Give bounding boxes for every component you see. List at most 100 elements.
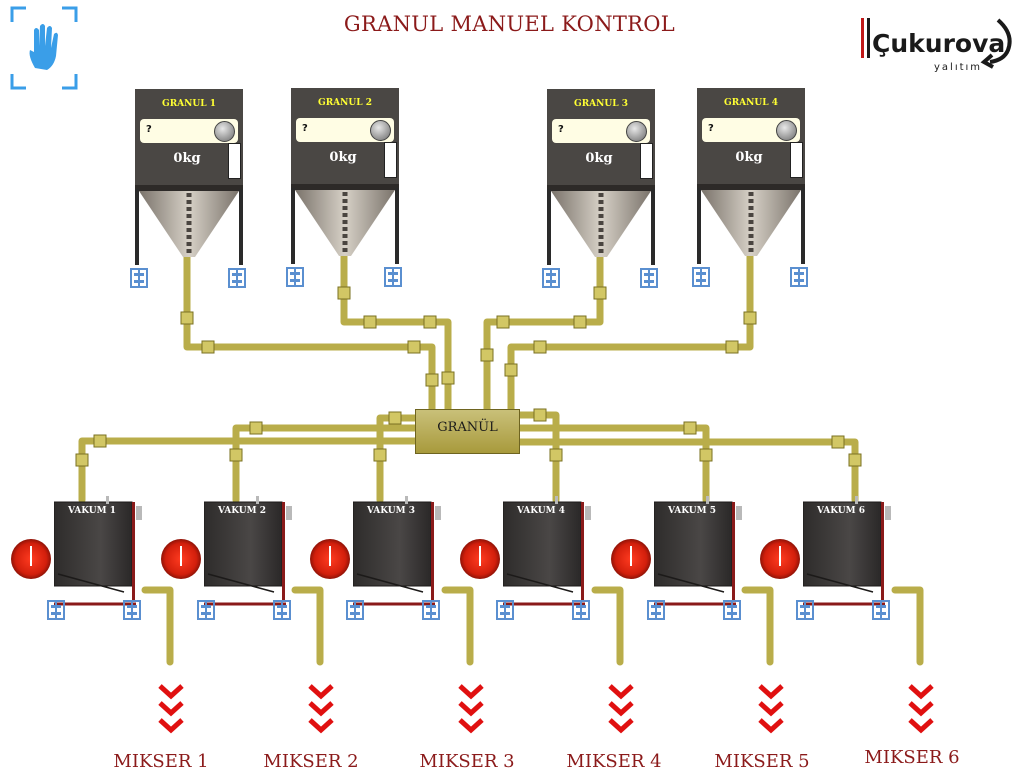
pipe-coupling — [683, 421, 697, 435]
silo-weight: 0kg — [329, 150, 357, 165]
mixer-label-2: MIKSER 2 — [263, 751, 359, 772]
silo-3: GRANUL 3 ? 0kg — [547, 89, 655, 289]
pipe-coupling — [201, 340, 215, 354]
pressure-gauge-icon[interactable] — [161, 539, 201, 579]
silo-valve-icon[interactable] — [129, 267, 149, 289]
silo-valve-icon[interactable] — [691, 266, 711, 288]
vacuum-unit-5: VAKUM 5 — [654, 496, 760, 606]
mixer-label-3: MIKSER 3 — [419, 751, 515, 772]
silo-name: GRANUL 3 — [574, 99, 628, 109]
mixer-label-1: MIKSER 1 — [113, 751, 209, 772]
silo-valve-icon[interactable] — [285, 266, 305, 288]
mixer-label-5: MIKSER 5 — [714, 751, 810, 772]
vacuum-valve-icon[interactable] — [722, 599, 742, 621]
pipe-coupling — [480, 348, 494, 362]
silo-valve-icon[interactable] — [639, 267, 659, 289]
pipe-coupling — [593, 286, 607, 300]
chevron-down-icon — [606, 683, 636, 739]
pipe-coupling — [504, 363, 518, 377]
vacuum-valve-icon[interactable] — [46, 599, 66, 621]
silo-body — [697, 184, 805, 264]
silo-weight: 0kg — [173, 151, 201, 166]
vacuum-label: VAKUM 4 — [517, 506, 565, 516]
pipe-coupling — [831, 435, 845, 449]
chevron-down-icon[interactable] — [370, 120, 391, 141]
vacuum-valve-icon[interactable] — [871, 599, 891, 621]
chevron-down-icon[interactable] — [214, 121, 235, 142]
pipe-coupling — [533, 340, 547, 354]
silo-level-bar — [384, 142, 397, 178]
pressure-gauge-icon[interactable] — [760, 539, 800, 579]
vacuum-label: VAKUM 1 — [68, 506, 116, 516]
vacuum-tank — [204, 496, 292, 606]
chevron-down-icon — [156, 683, 186, 739]
chevron-down-icon[interactable] — [776, 120, 797, 141]
pipe-coupling — [249, 421, 263, 435]
silo-valve-icon[interactable] — [383, 266, 403, 288]
chevron-down-icon — [456, 683, 486, 739]
silo-material-select[interactable]: ? — [702, 118, 800, 142]
silo-body — [135, 185, 243, 265]
silo-weight: 0kg — [735, 150, 763, 165]
pipe-coupling — [229, 448, 243, 462]
vacuum-valve-icon[interactable] — [646, 599, 666, 621]
pipe-coupling — [699, 448, 713, 462]
silo-select-value: ? — [302, 123, 308, 134]
silo-select-value: ? — [708, 123, 714, 134]
silo-valve-icon[interactable] — [541, 267, 561, 289]
silo-material-select[interactable]: ? — [296, 118, 394, 142]
silo-valve-icon[interactable] — [227, 267, 247, 289]
hand-icon — [10, 6, 78, 90]
pipe-coupling — [337, 286, 351, 300]
silo-level-bar — [640, 143, 653, 179]
silo-body — [291, 184, 399, 264]
pipe-coupling — [743, 311, 757, 325]
mixer-label-6: MIKSER 6 — [864, 747, 960, 768]
logo-brand-text: Çukurova — [872, 29, 1005, 58]
hub-label: GRANÜL — [437, 420, 498, 435]
vacuum-tank — [503, 496, 591, 606]
vacuum-tank — [654, 496, 742, 606]
vacuum-label: VAKUM 5 — [668, 506, 716, 516]
vacuum-valve-icon[interactable] — [421, 599, 441, 621]
vacuum-valve-icon[interactable] — [122, 599, 142, 621]
pipe-coupling — [425, 373, 439, 387]
vacuum-valve-icon[interactable] — [571, 599, 591, 621]
pressure-gauge-icon[interactable] — [11, 539, 51, 579]
silo-name: GRANUL 1 — [162, 99, 216, 109]
page-title: GRANUL MANUEL KONTROL — [343, 12, 676, 36]
pipe-coupling — [549, 448, 563, 462]
chevron-down-icon — [756, 683, 786, 739]
vacuum-valve-icon[interactable] — [272, 599, 292, 621]
vacuum-tank — [54, 496, 142, 606]
pressure-gauge-icon[interactable] — [611, 539, 651, 579]
chevron-down-icon[interactable] — [626, 121, 647, 142]
pipe-coupling — [441, 371, 455, 385]
vacuum-label: VAKUM 2 — [218, 506, 266, 516]
mixer-label-4: MIKSER 4 — [566, 751, 662, 772]
silo-name: GRANUL 4 — [724, 98, 778, 108]
pipe-coupling — [533, 408, 547, 422]
silo-material-select[interactable]: ? — [552, 119, 650, 143]
vacuum-valve-icon[interactable] — [495, 599, 515, 621]
pressure-gauge-icon[interactable] — [460, 539, 500, 579]
vacuum-unit-3: VAKUM 3 — [353, 496, 459, 606]
manual-mode-button[interactable] — [10, 6, 78, 90]
pipe-coupling — [75, 453, 89, 467]
silo-body — [547, 185, 655, 265]
pipe-coupling — [180, 311, 194, 325]
pipe-coupling — [363, 315, 377, 329]
silo-level-bar — [228, 143, 241, 179]
vacuum-valve-icon[interactable] — [345, 599, 365, 621]
silo-material-select[interactable]: ? — [140, 119, 238, 143]
silo-1: GRANUL 1 ? 0kg — [135, 89, 243, 289]
silo-valve-icon[interactable] — [789, 266, 809, 288]
vacuum-valve-icon[interactable] — [196, 599, 216, 621]
silo-weight: 0kg — [585, 151, 613, 166]
vacuum-unit-6: VAKUM 6 — [803, 496, 909, 606]
pipe-coupling — [573, 315, 587, 329]
vacuum-valve-icon[interactable] — [795, 599, 815, 621]
pressure-gauge-icon[interactable] — [310, 539, 350, 579]
